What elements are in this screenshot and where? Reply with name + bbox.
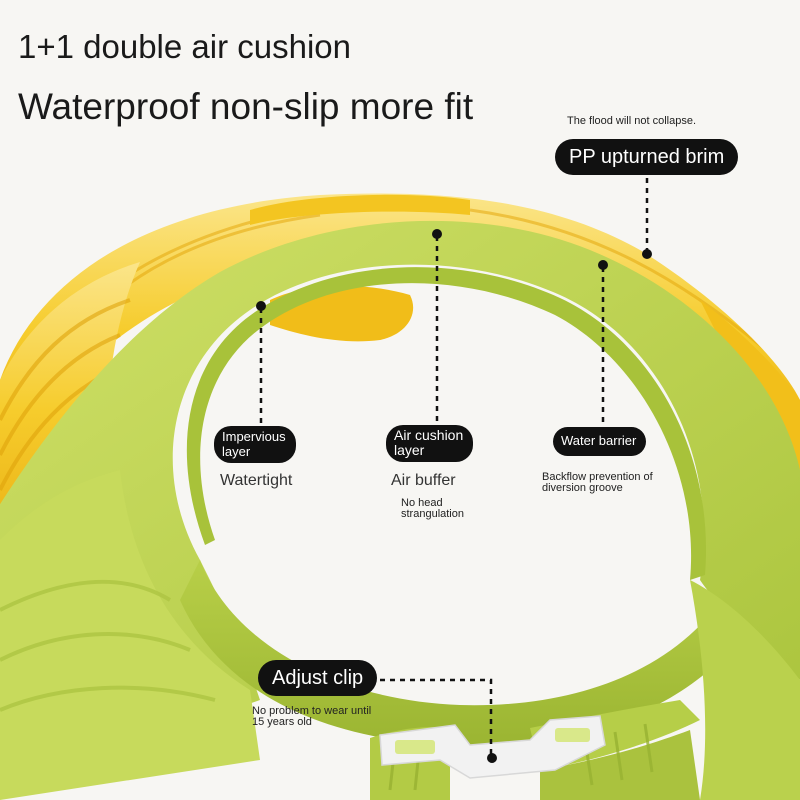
adjust-strap — [370, 700, 700, 800]
air-cushion-label-line1: Air cushion — [394, 427, 464, 443]
impervious-layer-label-line1: Impervious — [222, 429, 286, 444]
callout-leaders — [256, 178, 652, 763]
air-cushion-layer-label: Air cushion layer — [386, 425, 474, 462]
adjust-clip-label: Adjust clip — [258, 660, 378, 696]
air-cushion-label-line2: layer — [394, 442, 425, 458]
brim-note: The flood will not collapse. — [567, 115, 697, 127]
water-barrier-label: Water barrier — [553, 427, 647, 456]
water-barrier-note-line1: Backflow prevention of — [542, 471, 653, 483]
air-cushion-caption: Air buffer — [391, 472, 456, 489]
impervious-layer-label-line2: layer — [222, 444, 251, 459]
brim-label: PP upturned brim — [555, 139, 739, 175]
headline-line-2: Waterproof non-slip more fit — [18, 86, 474, 127]
air-cushion-note-line1: No head — [401, 497, 443, 509]
adjust-clip-note-line1: No problem to wear until — [252, 705, 372, 717]
adjust-clip-note-line2: 15 years old — [252, 716, 312, 728]
headline-line-1: 1+1 double air cushion — [18, 28, 351, 65]
impervious-layer-label: Impervious layer — [214, 426, 296, 463]
water-barrier-note-line2: diversion groove — [542, 482, 623, 494]
air-cushion-note-line2: strangulation — [401, 508, 464, 520]
green-brim — [0, 220, 800, 800]
impervious-caption: Watertight — [220, 472, 293, 489]
